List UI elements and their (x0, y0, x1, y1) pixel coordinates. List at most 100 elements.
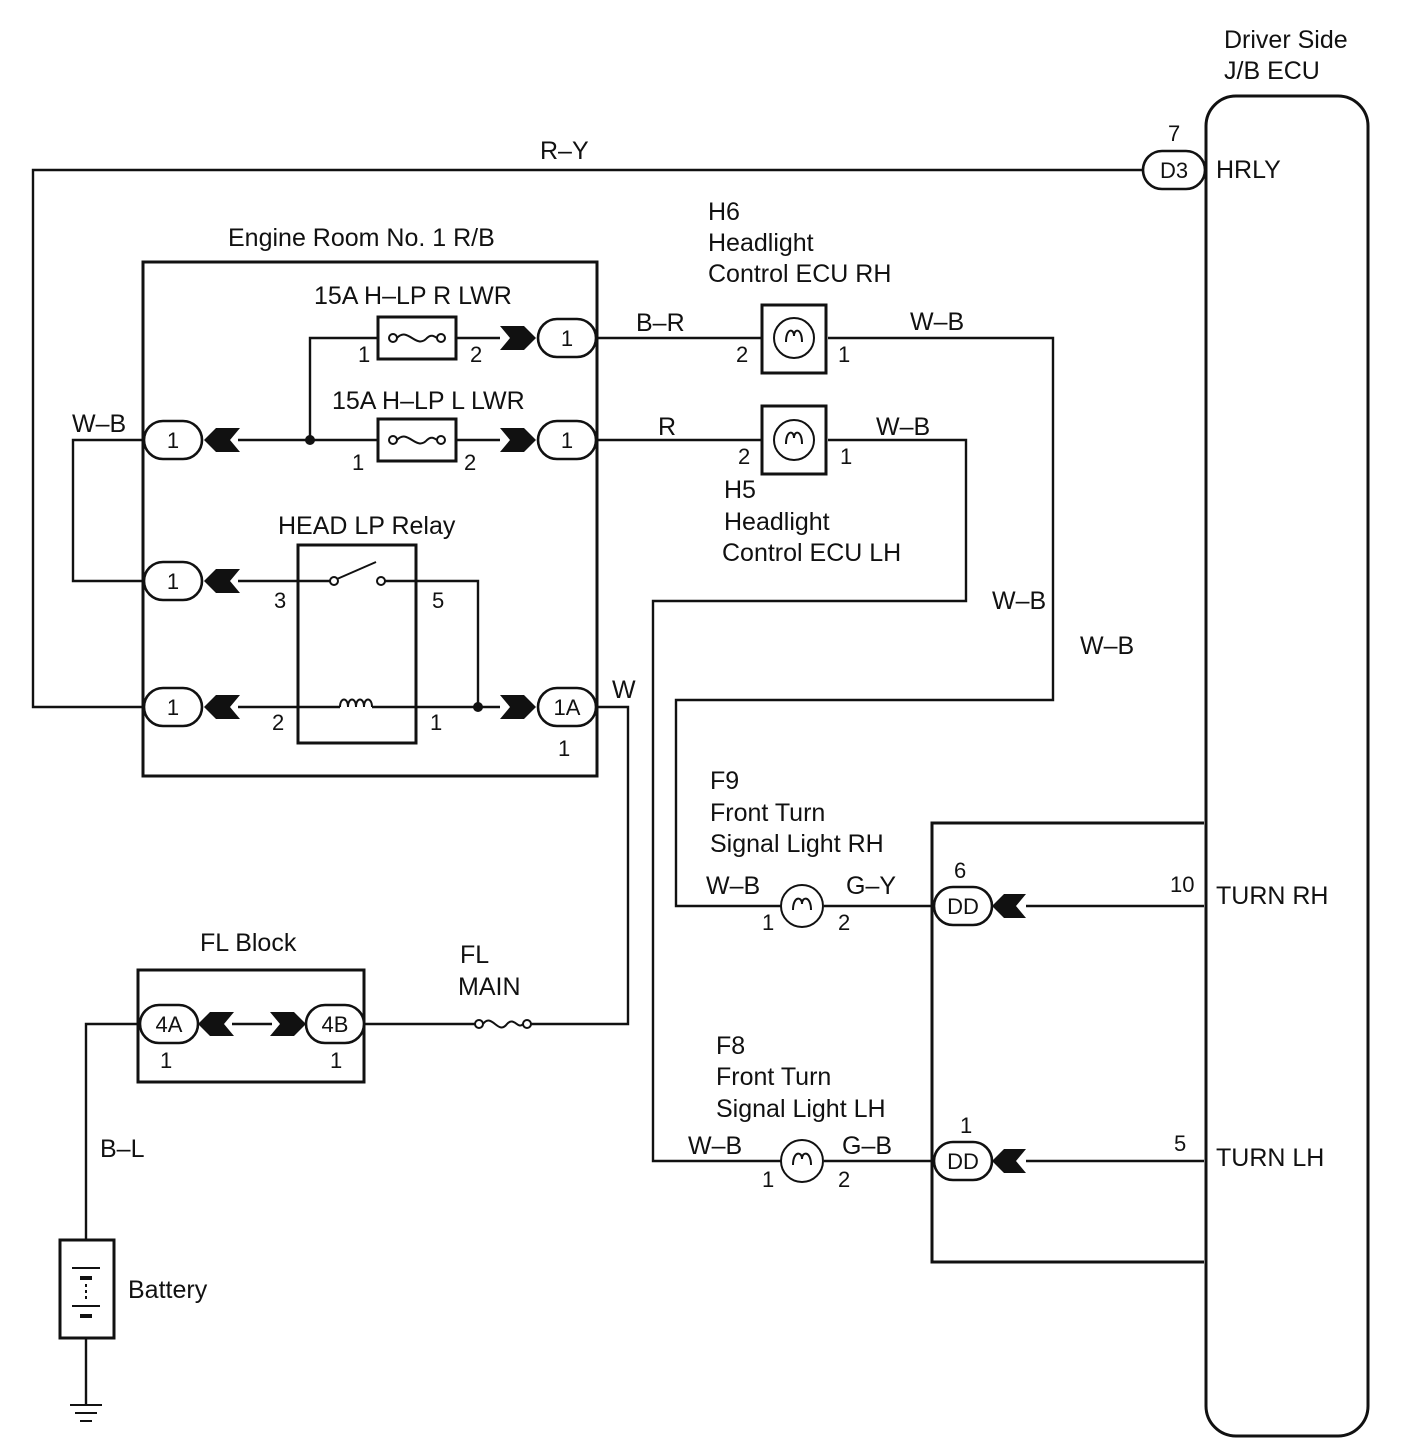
connector-1-left-a-label: 1 (167, 428, 179, 453)
turn-lh-label: TURN LH (1216, 1144, 1324, 1172)
h5-name-line1: Headlight (724, 508, 830, 536)
pin-h5-1: 1 (840, 444, 852, 469)
pin-turn-rh-10: 10 (1170, 872, 1194, 897)
relay-coil (339, 698, 373, 708)
fuse-h-lp-l-lwr (376, 417, 458, 463)
arrow-left-c (204, 695, 240, 719)
connector-dd-lh-label: DD (947, 1149, 979, 1174)
relay-label: HEAD LP Relay (278, 512, 456, 540)
pin-dd-lh-1: 1 (960, 1113, 972, 1138)
pin-4a-1: 1 (160, 1048, 172, 1073)
arrow-dd-rh (992, 894, 1026, 918)
ecu-title-line2: J/B ECU (1224, 57, 1320, 85)
pin-fuse-r-2: 2 (470, 342, 482, 367)
ecu-title-line1: Driver Side (1224, 26, 1348, 54)
arrow-1a (500, 695, 536, 719)
fuse-r-label: 15A H–LP R LWR (314, 282, 512, 310)
h6-code: H6 (708, 198, 740, 226)
head-lp-relay-box (296, 543, 418, 745)
fuse-h-lp-r-lwr (376, 315, 458, 361)
pin-h6-1: 1 (838, 342, 850, 367)
f9-name-line2: Signal Light RH (710, 830, 884, 858)
wire-label-b-r: B–R (636, 309, 685, 337)
arrow-fuse-l (500, 428, 536, 452)
fuse-l-label: 15A H–LP L LWR (332, 387, 525, 415)
wire-label-w-b-f9: W–B (706, 872, 760, 900)
connector-1-left-b (142, 560, 204, 602)
fl-main-line2: MAIN (458, 973, 521, 1001)
wire-r-y (31, 168, 1143, 709)
wire-w-b-h6 (674, 336, 1055, 908)
relay-contact (329, 561, 386, 586)
jb-ecu-box (1204, 94, 1370, 1438)
pin-turn-lh-5: 5 (1174, 1131, 1186, 1156)
h5-headlight-ecu-lh (760, 404, 828, 476)
connector-1-left-b-label: 1 (167, 569, 179, 594)
connector-arrows (198, 326, 1026, 1173)
wire-label-r-y: R–Y (540, 137, 589, 165)
wire-label-g-y: G–Y (846, 872, 896, 900)
connector-1-top-label: 1 (561, 326, 573, 351)
pin-f8-2: 2 (838, 1167, 850, 1192)
connector-1-mid (536, 419, 598, 461)
turn-connector-bracket (930, 821, 1204, 1264)
turn-rh-label: TURN RH (1216, 882, 1329, 910)
pin-f9-1: 1 (762, 910, 774, 935)
wires (31, 168, 1204, 1405)
h6-headlight-ecu-rh (760, 303, 828, 375)
wire-label-w-b-h6: W–B (910, 308, 964, 336)
f8-name-line1: Front Turn (716, 1063, 831, 1091)
wire-w-b-h5 (651, 438, 968, 1163)
wire-label-w-b-mid: W–B (992, 587, 1046, 615)
junction-dot-relay (473, 702, 483, 712)
connector-1-top (536, 317, 598, 359)
connector-1-mid-label: 1 (561, 428, 573, 453)
wire-label-g-b: G–B (842, 1132, 892, 1160)
connector-dd-rh-label: DD (947, 894, 979, 919)
pin-relay-2: 2 (272, 710, 284, 735)
connector-d3-label: D3 (1160, 158, 1188, 183)
wire-w (531, 705, 630, 1026)
f8-name-line2: Signal Light LH (716, 1095, 886, 1123)
pin-relay-1: 1 (430, 710, 442, 735)
f9-name-line1: Front Turn (710, 799, 825, 827)
hrly-label: HRLY (1216, 156, 1281, 184)
engine-room-rb-box (141, 260, 599, 778)
wire-relay-5 (384, 579, 480, 707)
fl-main-fuse (474, 1019, 532, 1029)
connector-1-left-c-label: 1 (167, 695, 179, 720)
connector-1a-label: 1A (554, 695, 581, 720)
arrow-left-b (204, 569, 240, 593)
wire-label-w-b-left: W–B (72, 410, 126, 438)
h5-code: H5 (724, 476, 756, 504)
connector-d3 (1141, 149, 1207, 191)
pin-h6-2: 2 (736, 342, 748, 367)
wire-rb-branch (308, 336, 378, 440)
wire-label-w-b-f8: W–B (688, 1132, 742, 1160)
engine-room-rb-title: Engine Room No. 1 R/B (228, 224, 495, 252)
connector-1-left-c (142, 686, 204, 728)
battery-label: Battery (128, 1276, 208, 1304)
h6-name-line2: Control ECU RH (708, 260, 891, 288)
connector-4a-label: 4A (156, 1012, 183, 1037)
arrow-4a (198, 1012, 234, 1036)
ground-icon (70, 1404, 102, 1422)
f9-front-turn-rh-bulb (780, 884, 824, 928)
junction-dot-fuse-feed (305, 435, 315, 445)
fl-block-label: FL Block (200, 929, 297, 957)
f9-code: F9 (710, 767, 739, 795)
pin-h5-2: 2 (738, 444, 750, 469)
pin-f9-2: 2 (838, 910, 850, 935)
pin-dd-rh-6: 6 (954, 858, 966, 883)
battery-symbol (58, 1238, 116, 1340)
connector-4b-label: 4B (322, 1012, 349, 1037)
wire-label-w: W (612, 676, 636, 704)
pin-fuse-l-2: 2 (464, 450, 476, 475)
wire-b-l (84, 1022, 138, 1240)
pin-relay-5: 5 (432, 588, 444, 613)
pin-relay-3: 3 (274, 588, 286, 613)
wire-w-b-left (71, 438, 142, 583)
arrow-dd-lh (992, 1149, 1026, 1173)
connector-1-left-a (142, 419, 204, 461)
